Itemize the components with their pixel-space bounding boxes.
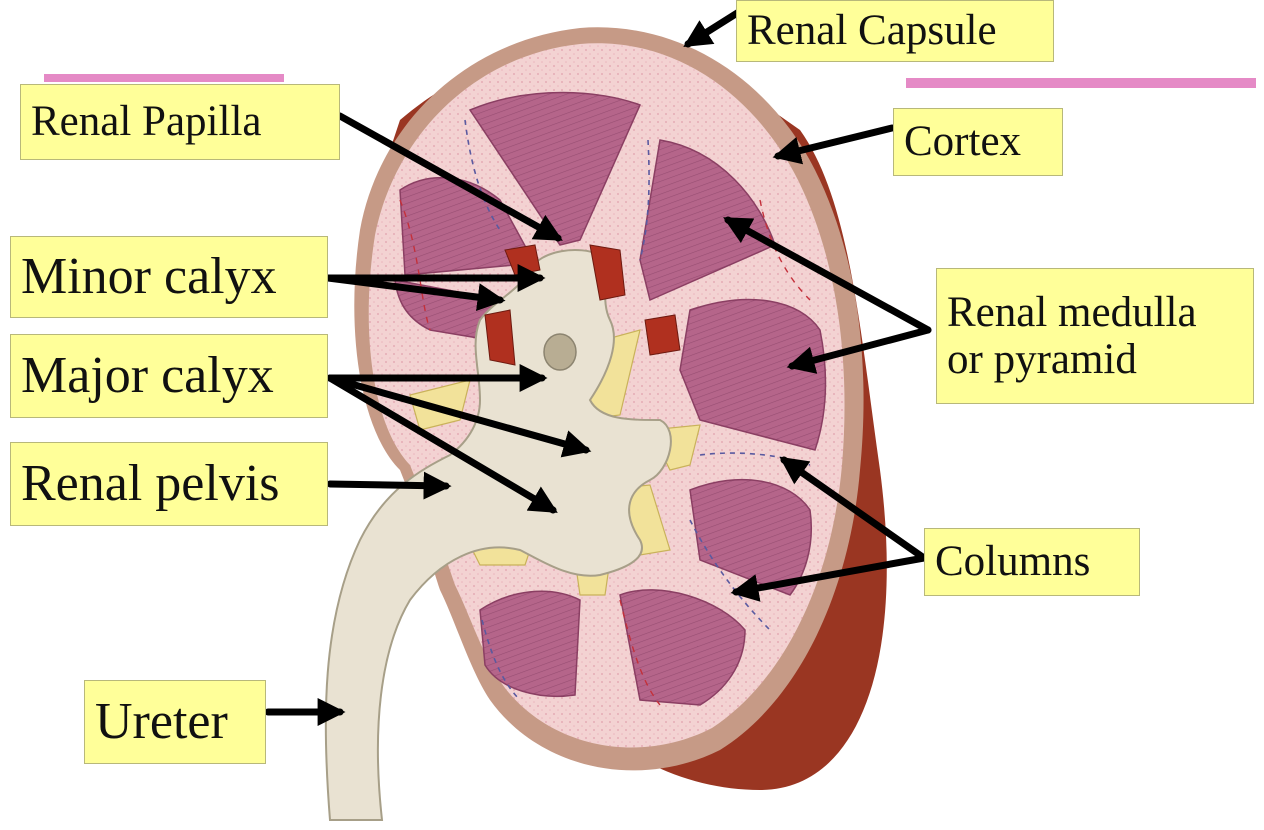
arrow-cortex [772,124,896,165]
label-renal-capsule: Renal Capsule [736,0,1054,62]
arrow-minor-calyx-b [324,274,506,312]
arrow-renal-pelvis [326,471,452,500]
label-renal-pelvis: Renal pelvis [10,442,328,526]
pointer-arrows [264,6,932,726]
arrow-renal-papilla [336,112,563,242]
arrow-major-calyx-b [326,374,592,458]
arrow-renal-capsule [683,6,746,48]
label-cortex: Cortex [893,108,1063,176]
calyx-opening [543,333,577,371]
renal-pelvis-shape [324,249,672,821]
label-columns: Columns [924,528,1140,596]
label-renal-medulla: Renal medulla or pyramid [936,268,1254,404]
arrow-medulla-b [786,326,932,374]
label-renal-papilla: Renal Papilla [20,84,340,160]
label-renal-medulla-line1: Renal medulla [947,288,1197,336]
arrow-medulla-a [723,216,932,334]
label-minor-calyx: Minor calyx [10,236,328,318]
arrow-columns-b [730,554,928,602]
arrow-major-calyx-c [326,374,558,514]
label-renal-medulla-line2: or pyramid [947,336,1137,383]
arrow-columns-a [779,456,928,562]
accent-bar-right [906,78,1256,88]
accent-bar-left [44,74,284,82]
label-ureter: Ureter [84,680,266,764]
blood-vessels [484,244,681,366]
label-major-calyx: Major calyx [10,334,328,418]
